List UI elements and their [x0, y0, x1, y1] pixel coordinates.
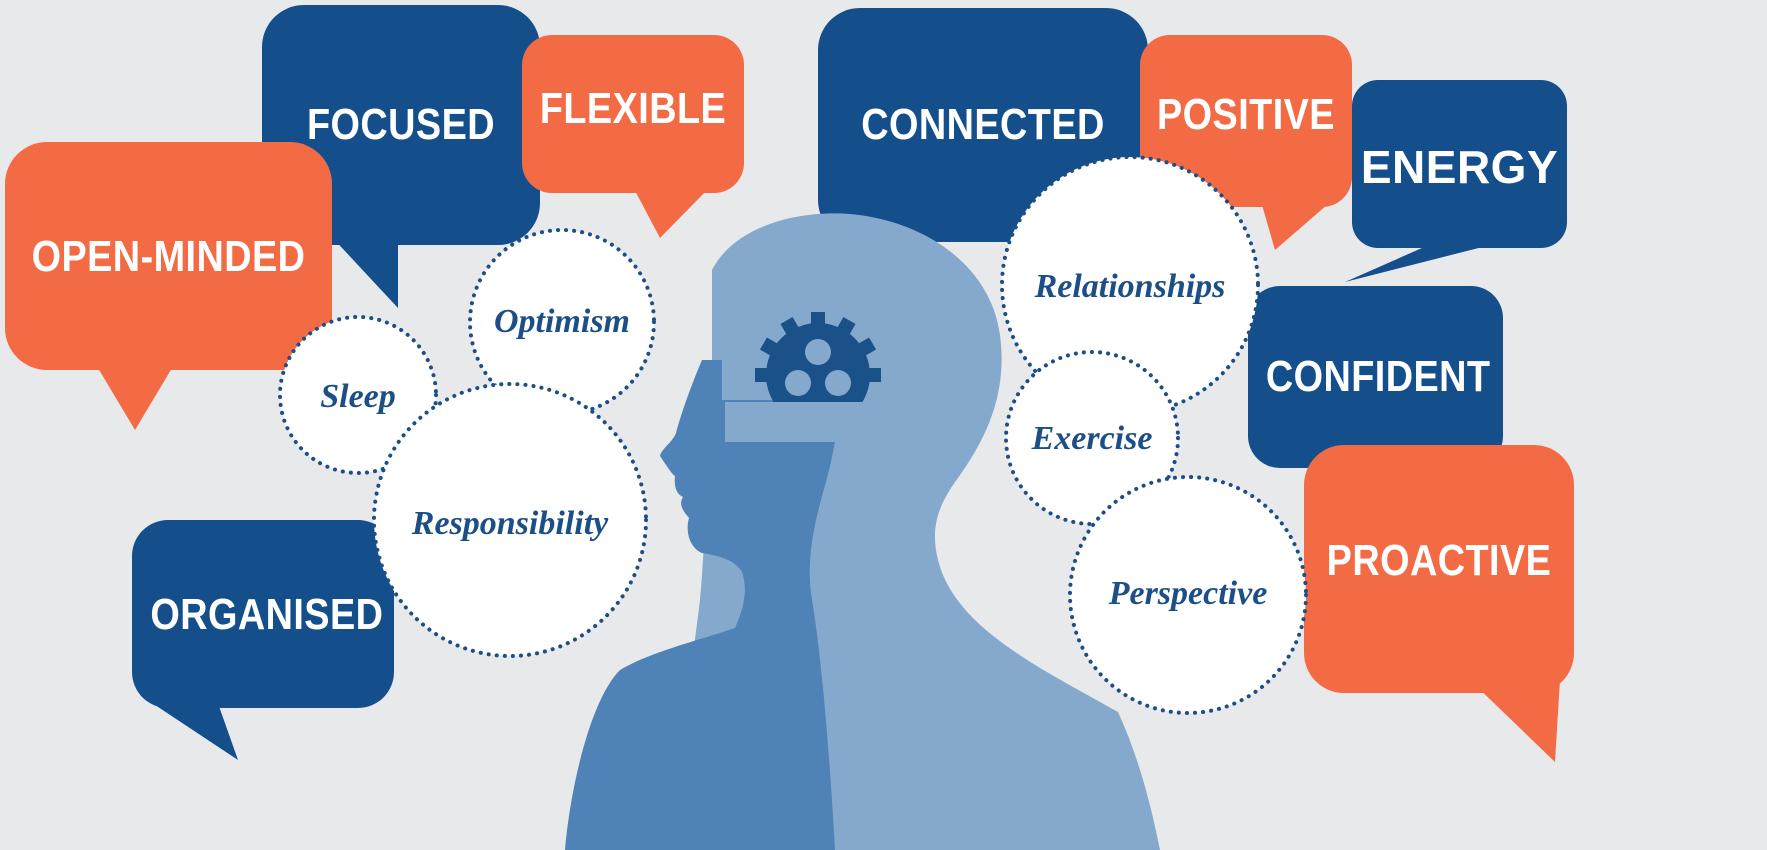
speech-bubble-organised: [132, 520, 394, 760]
speech-bubble-open-minded: [5, 142, 332, 430]
label-organised: ORGANISED: [150, 590, 384, 639]
speech-bubble-proactive: [1304, 445, 1574, 762]
speech-bubble-flexible: [522, 35, 744, 238]
label-confident: CONFIDENT: [1265, 352, 1491, 401]
label-focused: FOCUSED: [306, 100, 496, 149]
label-open-minded: OPEN-MINDED: [31, 232, 306, 281]
label-exercise: Exercise: [1031, 420, 1153, 457]
front-head-silhouette: [565, 360, 838, 850]
label-flexible: FLEXIBLE: [539, 84, 727, 133]
circle-sleep: [278, 315, 438, 475]
label-perspective: Perspective: [1108, 575, 1268, 612]
label-energy: ENERGY: [1360, 141, 1559, 193]
circle-exercise: [1004, 350, 1180, 526]
label-sleep: Sleep: [320, 378, 396, 415]
circle-responsibility: [372, 382, 648, 658]
speech-bubble-positive: [1140, 35, 1352, 250]
label-connected: CONNECTED: [861, 100, 1105, 149]
speech-bubble-confident: [1248, 286, 1503, 468]
label-responsibility: Responsibility: [411, 505, 609, 542]
brain-floor: [725, 402, 920, 442]
circle-perspective: [1068, 475, 1308, 715]
gear-icon: [755, 312, 881, 427]
label-proactive: PROACTIVE: [1326, 536, 1552, 585]
speech-bubble-energy: [1345, 80, 1567, 282]
label-relationships: Relationships: [1034, 268, 1226, 305]
label-optimism: Optimism: [493, 303, 631, 340]
label-positive: POSITIVE: [1157, 90, 1335, 139]
